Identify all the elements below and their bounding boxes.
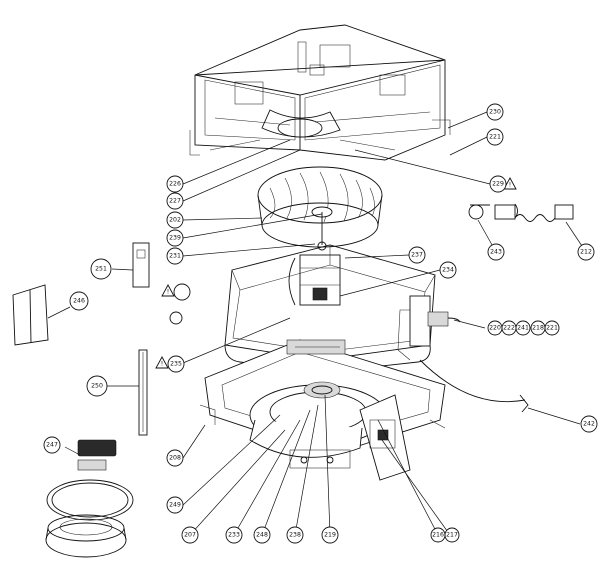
lead-wire <box>419 359 529 413</box>
svg-text:230: 230 <box>489 109 501 116</box>
fan-wheel <box>257 166 383 248</box>
float-switch <box>397 295 461 361</box>
callout-221b: 221 <box>544 320 560 336</box>
drain-hose <box>468 203 574 222</box>
svg-text:220: 220 <box>489 325 501 332</box>
svg-text:219: 219 <box>324 532 336 539</box>
callout-231: 231 <box>166 247 184 265</box>
callout-235: 235 <box>167 355 185 373</box>
callout-247: 247 <box>43 436 61 454</box>
svg-text:235: 235 <box>170 361 182 368</box>
manual-246 <box>12 284 49 346</box>
callout-233: 233 <box>225 526 243 544</box>
callout-208: 208 <box>166 449 184 467</box>
callout-219: 219 <box>321 526 339 544</box>
callout-249: 249 <box>166 496 184 514</box>
callout-250: 250 <box>86 375 108 397</box>
rod-250 <box>138 349 148 436</box>
callout-251: 251 <box>90 258 112 280</box>
callout-230: 230 <box>486 103 504 121</box>
svg-text:216: 216 <box>432 532 444 539</box>
svg-text:246: 246 <box>73 298 85 305</box>
callout-229: 229 <box>489 175 507 193</box>
svg-text:207: 207 <box>184 532 196 539</box>
svg-text:!: ! <box>509 182 511 189</box>
callout-238: 238 <box>286 526 304 544</box>
svg-text:217: 217 <box>446 532 458 539</box>
chassis-housing <box>189 24 451 161</box>
warning-icon: ! <box>155 356 169 369</box>
round-part-a <box>169 283 191 325</box>
svg-text:231: 231 <box>169 253 181 260</box>
svg-text:248: 248 <box>256 532 268 539</box>
callout-239: 239 <box>166 229 184 247</box>
callout-217: 217 <box>444 527 460 543</box>
svg-text:!: ! <box>161 361 163 368</box>
svg-text:234: 234 <box>442 267 454 274</box>
callout-218: 218 <box>530 320 546 336</box>
svg-text:212: 212 <box>580 249 592 256</box>
svg-text:242: 242 <box>583 421 595 428</box>
callout-237: 237 <box>408 246 426 264</box>
svg-text:241: 241 <box>517 325 529 332</box>
svg-text:251: 251 <box>95 266 107 273</box>
svg-text:208: 208 <box>169 455 181 462</box>
callout-212: 212 <box>577 243 595 261</box>
callout-248: 248 <box>253 526 271 544</box>
callout-246: 246 <box>69 291 89 311</box>
callout-202: 202 <box>166 211 184 229</box>
leader-lines <box>47 111 587 536</box>
callout-222: 222 <box>501 320 517 336</box>
svg-text:243: 243 <box>490 249 502 256</box>
callout-242: 242 <box>580 415 598 433</box>
svg-text:249: 249 <box>169 502 181 509</box>
callout-221: 221 <box>486 128 504 146</box>
svg-text:250: 250 <box>91 383 103 390</box>
base-cup <box>45 514 127 558</box>
warning-icon: ! <box>503 177 517 190</box>
warning-icon: ! <box>161 284 175 297</box>
svg-text:238: 238 <box>289 532 301 539</box>
svg-text:!: ! <box>167 289 169 296</box>
callout-207: 207 <box>181 526 199 544</box>
svg-text:222: 222 <box>503 325 515 332</box>
motor-assembly <box>288 241 341 306</box>
bracket-251 <box>132 242 150 288</box>
svg-text:237: 237 <box>411 252 423 259</box>
callout-241: 241 <box>515 320 531 336</box>
svg-text:221: 221 <box>489 134 501 141</box>
callout-220: 220 <box>487 320 503 336</box>
svg-text:226: 226 <box>169 181 181 188</box>
callout-226: 226 <box>166 175 184 193</box>
svg-text:229: 229 <box>492 181 504 188</box>
filter-247 <box>77 439 117 471</box>
svg-text:218: 218 <box>532 325 544 332</box>
callout-216: 216 <box>430 527 446 543</box>
svg-text:227: 227 <box>169 198 181 205</box>
svg-text:239: 239 <box>169 235 181 242</box>
svg-text:221: 221 <box>546 325 558 332</box>
svg-text:202: 202 <box>169 217 181 224</box>
callout-243: 243 <box>487 243 505 261</box>
callout-234: 234 <box>439 261 457 279</box>
svg-text:247: 247 <box>46 442 58 449</box>
callout-227: 227 <box>166 192 184 210</box>
svg-text:233: 233 <box>228 532 240 539</box>
sealing-ring <box>46 479 134 521</box>
